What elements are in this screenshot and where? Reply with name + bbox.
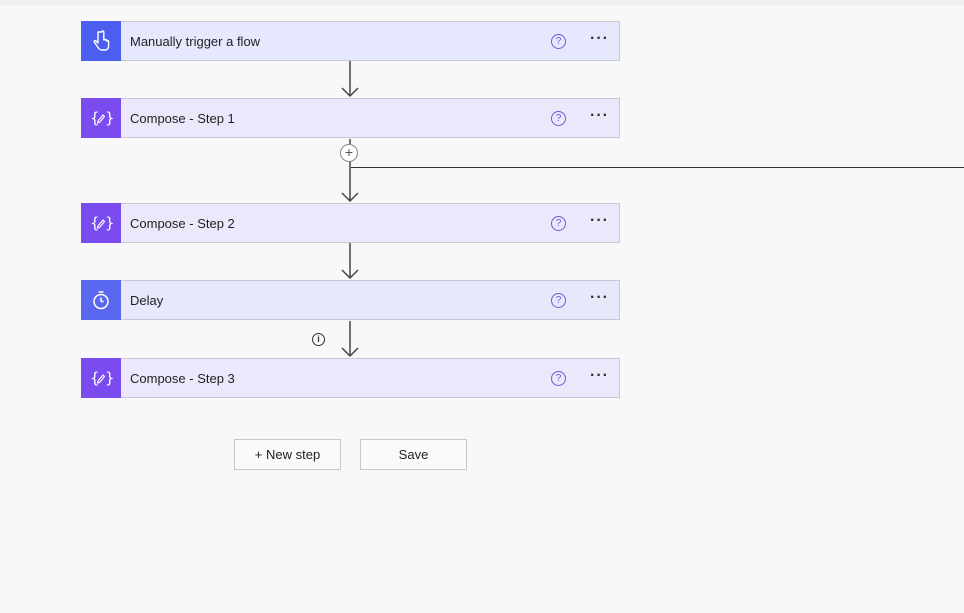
more-options-button[interactable]: ··· [590, 212, 609, 229]
step-card-delay[interactable]: Delay ? ··· [81, 280, 620, 320]
new-step-button[interactable]: + New step [234, 439, 341, 470]
step-card-compose-2[interactable]: { } Compose - Step 2 ? ··· [81, 203, 620, 243]
step-title: Compose - Step 3 [130, 370, 235, 386]
step-title: Compose - Step 2 [130, 215, 235, 231]
svg-text:}: } [105, 214, 113, 232]
compose-braces-icon: { } [81, 358, 121, 398]
info-icon[interactable]: i [312, 333, 325, 346]
connector-arrow [341, 243, 359, 280]
step-title: Compose - Step 1 [130, 110, 235, 126]
more-options-button[interactable]: ··· [590, 367, 609, 384]
more-options-button[interactable]: ··· [590, 107, 609, 124]
help-icon[interactable]: ? [551, 110, 567, 126]
compose-braces-icon: { } [81, 98, 121, 138]
svg-text:}: } [105, 109, 113, 127]
svg-text:{: { [90, 369, 100, 387]
more-options-button[interactable]: ··· [590, 30, 609, 47]
step-title: Delay [130, 292, 164, 308]
more-options-button[interactable]: ··· [590, 289, 609, 306]
step-card-compose-1[interactable]: { } Compose - Step 1 ? ··· [81, 98, 620, 138]
connector-arrow [341, 61, 359, 98]
step-card-trigger[interactable]: Manually trigger a flow ? ··· [81, 21, 620, 61]
svg-text:{: { [90, 109, 100, 127]
drag-line [351, 167, 964, 168]
stopwatch-icon [81, 280, 121, 320]
svg-text:{: { [90, 214, 100, 232]
svg-text:}: } [105, 369, 113, 387]
compose-braces-icon: { } [81, 203, 121, 243]
save-button[interactable]: Save [360, 439, 467, 470]
step-card-compose-3[interactable]: { } Compose - Step 3 ? ··· [81, 358, 620, 398]
top-bar [0, 0, 964, 6]
insert-step-button[interactable]: + [340, 144, 358, 162]
hand-pointer-icon [81, 21, 121, 61]
connector-arrow [341, 321, 359, 358]
step-title: Manually trigger a flow [130, 33, 261, 49]
help-icon[interactable]: ? [551, 33, 567, 49]
help-icon[interactable]: ? [551, 292, 567, 308]
help-icon[interactable]: ? [551, 215, 567, 231]
help-icon[interactable]: ? [551, 370, 567, 386]
